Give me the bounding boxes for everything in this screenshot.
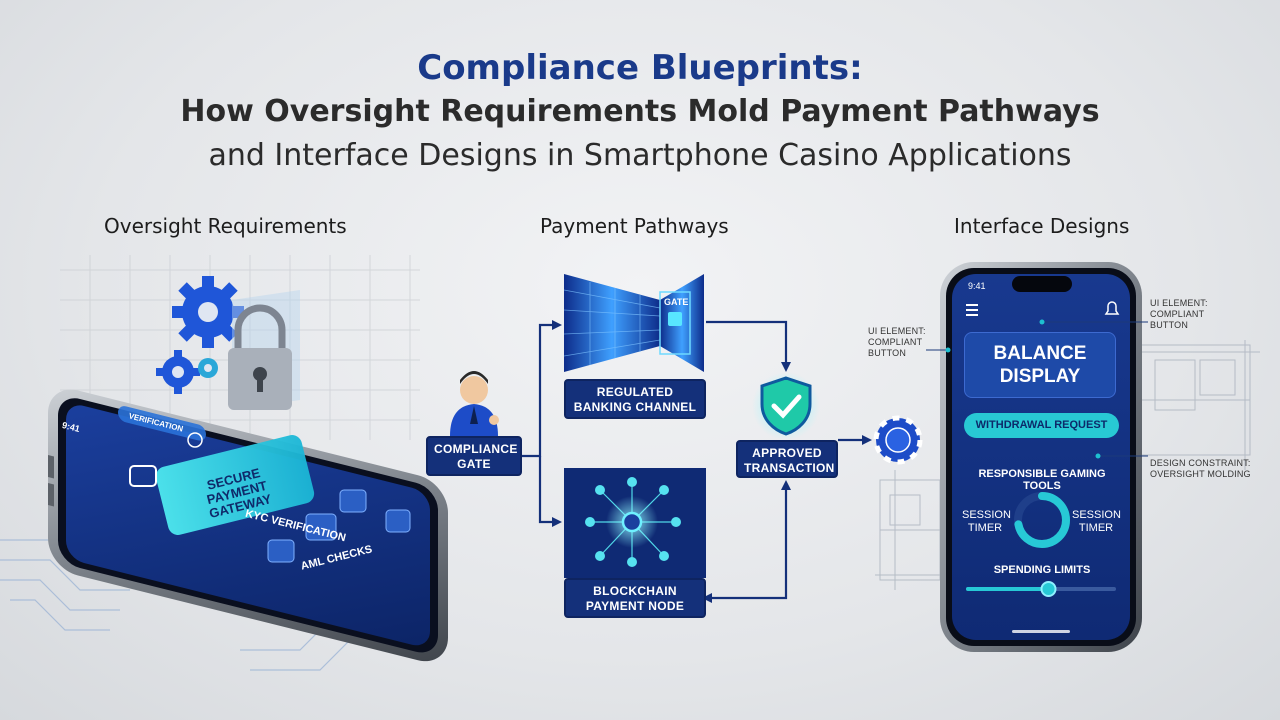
right-phone-time: 9:41 [968, 281, 986, 291]
person-icon [450, 371, 499, 436]
session-timer-label-left: SESSION TIMER [962, 509, 1011, 534]
flow-arrows [522, 320, 866, 600]
approved-transaction-box: APPROVED TRANSACTION [736, 440, 838, 478]
section-interface-heading: Interface Designs [954, 214, 1130, 238]
session-timer-ring [1014, 492, 1070, 548]
document-icon [339, 489, 367, 513]
title-line-3: and Interface Designs in Smartphone Casi… [208, 138, 1072, 173]
balance-display: BALANCE DISPLAY [964, 332, 1116, 398]
user-id-icon [305, 513, 337, 541]
spending-limits-label: SPENDING LIMITS [993, 564, 1091, 576]
spending-knob [1040, 581, 1057, 597]
chart-icon [385, 509, 411, 533]
dynamic-island [1012, 276, 1072, 292]
blockchain-node-box: BLOCKCHAIN PAYMENT NODE [564, 578, 706, 618]
bell-icon [1104, 301, 1120, 315]
banking-tunnel [563, 274, 704, 372]
gear-icon-large [172, 276, 244, 348]
left-phone-ui [118, 406, 411, 563]
gate-label: GATE [664, 297, 689, 307]
section-payment-heading: Payment Pathways [540, 214, 729, 238]
menu-icon [966, 304, 978, 316]
secure-gateway-button [155, 435, 315, 535]
right-phone-screen [952, 274, 1130, 640]
annotation-ui-element-right: UI ELEMENT: COMPLIANT BUTTON [1150, 298, 1208, 330]
annotation-design-constraint: DESIGN CONSTRAINT: OVERSIGHT MOLDING [1150, 458, 1251, 479]
annotation-ui-element-left: UI ELEMENT: COMPLIANT BUTTON [868, 326, 926, 358]
wallet-icon [129, 465, 157, 487]
title-line-1: Compliance Blueprints: [417, 48, 863, 88]
arrow-heads [552, 320, 872, 603]
session-timer-label-right: SESSION TIMER [1072, 509, 1121, 534]
compliance-gate-box: COMPLIANCE GATE [426, 436, 522, 476]
blockchain-network [564, 468, 706, 578]
annotation-lines [926, 319, 1148, 459]
gear-icon-small [156, 350, 200, 394]
left-phone [48, 389, 448, 662]
shield-check-icon [752, 372, 820, 440]
title-line-2: How Oversight Requirements Mold Payment … [180, 94, 1100, 129]
casino-chip-icon [873, 415, 923, 465]
section-oversight-heading: Oversight Requirements [104, 214, 347, 238]
left-phone-screen [66, 405, 430, 646]
responsible-gaming-heading: RESPONSIBLE GAMING TOOLS [978, 468, 1106, 492]
withdrawal-request-button[interactable]: WITHDRAWAL REQUEST [964, 413, 1119, 438]
fingerprint-icon [187, 432, 203, 448]
lock-icon [228, 304, 292, 410]
session-progress-arc [1014, 492, 1070, 548]
spending-slider [966, 581, 1116, 597]
regulated-banking-box: REGULATED BANKING CHANNEL [564, 379, 706, 419]
gate-frame [659, 291, 691, 355]
spending-fill [966, 587, 1049, 591]
home-indicator [1012, 630, 1070, 633]
gear-icon-cyan [198, 358, 218, 378]
card-icon [267, 539, 295, 563]
